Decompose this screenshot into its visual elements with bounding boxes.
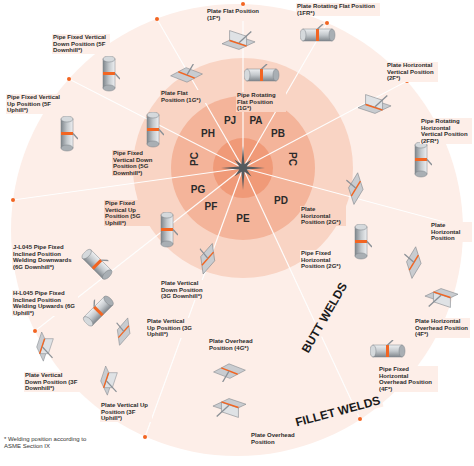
pipe-icon [300, 24, 335, 41]
position-label: J-L045 Pipe Fixed Inclined Position Weld… [12, 244, 78, 270]
position-label: Plate Vertical Down Position (3F Downhil… [24, 372, 80, 392]
sector-line [242, 4, 243, 168]
plate-icon [171, 64, 203, 82]
position-label: Pipe Fixed Vertical Down Position (5F Do… [52, 34, 110, 54]
position-code: PD [274, 195, 288, 206]
position-label: Plate Flat Position (1F*) [206, 8, 266, 21]
pipe-icon [103, 56, 120, 91]
position-label: Pipe Fixed Vertical Up Position (5G Uphi… [104, 200, 154, 226]
position-icons [37, 24, 458, 417]
fillet-icon [101, 366, 118, 395]
position-label: Plate Horizontal Position (2G*) [300, 206, 346, 226]
rim-dot [358, 417, 362, 421]
plate-icon [214, 364, 246, 382]
pipe-icon [370, 340, 405, 357]
sector-lines [13, 4, 463, 437]
sector-line [243, 168, 360, 419]
position-label: Plate Vertical Down Position (3G Downhil… [160, 280, 212, 300]
pipe-icon [80, 244, 117, 281]
position-label: Pipe Fixed Vertical Down Position (5G Do… [112, 150, 164, 176]
pipe-icon [61, 116, 78, 151]
position-label: Pipe Fixed Vertical Up Position (5F Uphi… [6, 94, 64, 114]
fillet-icon [222, 31, 255, 50]
position-code: PA [249, 115, 262, 126]
position-label: Plate Overhead Position (4G*) [208, 338, 254, 351]
plate-icon [110, 315, 135, 348]
rim-dot [143, 435, 147, 439]
fillet-icon [358, 95, 391, 114]
plate-icon [400, 245, 423, 279]
fillet-icon [213, 399, 246, 418]
position-code: PH [201, 128, 215, 139]
position-code: PC [189, 152, 200, 166]
fillet-icon [425, 289, 458, 308]
rim-dot [155, 17, 159, 21]
rim-dot [11, 198, 15, 202]
position-code: PG [191, 184, 205, 195]
fillet-icon [37, 332, 54, 361]
plate-icon [192, 240, 220, 276]
pipe-icon [415, 142, 432, 177]
position-code: PB [271, 128, 285, 139]
position-label: Pipe Rotating Horizontal Vertical Positi… [420, 118, 472, 144]
core-disc [213, 138, 273, 198]
position-label: Plate Horizontal Overhead Position (4F*) [414, 318, 470, 338]
position-label: Plate Overhead Position [250, 432, 298, 445]
position-label: Pipe Rotating Flat Position (1G*) [236, 92, 286, 112]
position-code: PE [236, 213, 249, 224]
position-label: Plate Vertical Up Position (3G Uphill*) [146, 318, 194, 338]
sector-line [243, 168, 463, 227]
rim-dot [67, 77, 71, 81]
sector-line [145, 168, 243, 437]
position-code: PJ [224, 115, 236, 126]
position-code: PF [205, 201, 218, 212]
rim-dot [241, 2, 245, 6]
group-heading: BUTT WELDS [299, 279, 352, 357]
position-label: Plate Vertical Up Position (3F Uphill*) [100, 402, 152, 422]
position-label: Plate Horizontal Position [430, 222, 472, 242]
plate-icon [342, 171, 365, 205]
position-code: PC [287, 152, 298, 166]
rim-dots [11, 2, 465, 439]
pipe-icon [355, 224, 372, 259]
footnote: * Welding position according to ASME Sec… [4, 436, 90, 449]
position-label: Plate Rotating Flat Position (1FR*) [296, 3, 380, 16]
position-label: H-L045 Pipe Fixed Inclined Position Weld… [12, 290, 78, 316]
group-heading: FILLET WELDS [292, 394, 384, 430]
pipe-icon [78, 291, 115, 328]
pipe-icon [244, 64, 279, 81]
pipe-icon [147, 112, 164, 147]
position-label: Pipe Fixed Horizontal Position (2G*) [300, 250, 346, 270]
pipe-icon [161, 212, 178, 247]
position-label: Pipe Fixed Horizontal Overhead Position … [378, 366, 438, 392]
outer-disc [11, 4, 463, 456]
compass-star [221, 146, 265, 190]
position-label: Plate Horizontal Vertical Position (2F*) [386, 62, 438, 82]
position-label: Plate Flat Position (1G*) [160, 90, 206, 103]
rim-dot [325, 21, 329, 25]
rim-dot [33, 329, 37, 333]
